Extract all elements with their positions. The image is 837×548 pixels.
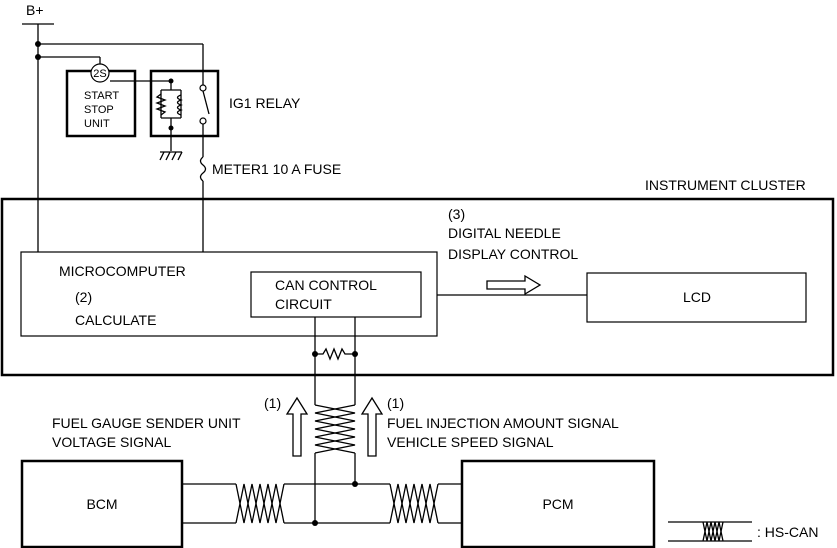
- microcomputer-label: MICROCOMPUTER: [59, 263, 186, 279]
- signals-left-line2: VOLTAGE SIGNAL: [52, 434, 172, 450]
- fuse-icon: [199, 156, 207, 182]
- arrow-up-icon: [285, 396, 309, 457]
- signals-left: (1) FUEL GAUGE SENDER UNIT VOLTAGE SIGNA…: [52, 395, 281, 450]
- connector-2s-icon: [90, 63, 110, 83]
- signals-left-step: (1): [264, 395, 281, 411]
- start-stop-line2: STOP: [84, 104, 114, 116]
- can-control-line2: CIRCUIT: [275, 296, 332, 312]
- signals-right-line1: FUEL INJECTION AMOUNT SIGNAL: [387, 415, 619, 431]
- calculate-step: (2): [75, 289, 92, 305]
- signals-left-line1: FUEL GAUGE SENDER UNIT: [52, 415, 241, 431]
- termination-resistor-icon: [315, 347, 355, 361]
- relay-contact: [199, 84, 207, 92]
- signals-right-step: (1): [387, 395, 404, 411]
- instrument-cluster-label: INSTRUMENT CLUSTER: [645, 177, 806, 193]
- battery-supply: B+: [22, 2, 203, 252]
- bcm-label: BCM: [86, 496, 117, 512]
- pcm: PCM: [460, 459, 656, 548]
- display-control-step: (3): [448, 206, 465, 222]
- ig1-relay-label: IG1 RELAY: [229, 95, 301, 111]
- relay-coil-icon: [176, 94, 183, 116]
- junction-dot: [168, 125, 174, 131]
- start-stop-line3: UNIT: [84, 118, 110, 130]
- arrow-right-icon: [486, 274, 542, 296]
- relay-switch-icon: [202, 90, 210, 115]
- can-control-line1: CAN CONTROL: [275, 277, 377, 293]
- start-stop-unit: 2S START STOP UNIT: [65, 63, 137, 138]
- fuse-label: METER1 10 A FUSE: [212, 161, 341, 177]
- supply-label: B+: [26, 2, 44, 18]
- start-stop-line1: START: [84, 90, 119, 102]
- legend-hs-can: : HS-CAN: [668, 521, 818, 542]
- arrow-up-icon: [360, 396, 384, 457]
- ig1-relay: IG1 RELAY: [110, 44, 301, 161]
- signals-right-line2: VEHICLE SPEED SIGNAL: [387, 434, 554, 450]
- relay-contact: [199, 117, 207, 125]
- legend-label: : HS-CAN: [757, 524, 818, 540]
- signals-right: (1) FUEL INJECTION AMOUNT SIGNAL VEHICLE…: [387, 395, 619, 450]
- calculate-label: CALCULATE: [75, 312, 156, 328]
- meter1-fuse: METER1 10 A FUSE: [199, 156, 341, 252]
- display-control-line2: DISPLAY CONTROL: [448, 246, 578, 262]
- display-control-line1: DIGITAL NEEDLE: [448, 225, 561, 241]
- lcd-label: LCD: [683, 289, 711, 305]
- connector-2s-label: 2S: [93, 68, 106, 80]
- bcm: BCM: [20, 459, 184, 548]
- pcm-label: PCM: [542, 496, 573, 512]
- ground-icon: [159, 151, 183, 161]
- relay-resistor-icon: [155, 93, 167, 116]
- instrument-cluster: INSTRUMENT CLUSTER MICROCOMPUTER (2) CAL…: [0, 177, 835, 377]
- hs-can-bus: [182, 375, 462, 526]
